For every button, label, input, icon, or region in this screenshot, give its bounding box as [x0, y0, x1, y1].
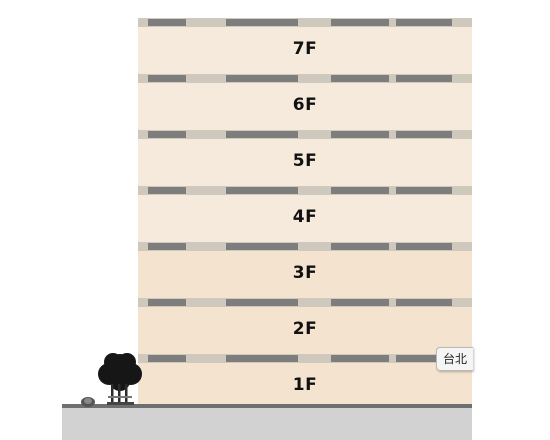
floor-slab — [138, 298, 472, 307]
window-strip — [396, 131, 452, 138]
window-strip — [331, 299, 389, 306]
window-strip — [331, 355, 389, 362]
window-strip — [396, 19, 452, 26]
floor-slab — [138, 74, 472, 83]
window-strip — [226, 75, 298, 82]
floor-3f[interactable]: 3F — [138, 242, 472, 298]
floor-label: 3F — [292, 263, 318, 283]
ground — [62, 407, 472, 440]
window-strip — [396, 243, 452, 250]
floor-1f[interactable]: 1F — [138, 354, 472, 410]
window-strip — [148, 19, 186, 26]
floor-slab — [138, 18, 472, 27]
window-strip — [331, 187, 389, 194]
floor-label: 5F — [292, 151, 318, 171]
floor-6f[interactable]: 6F — [138, 74, 472, 130]
window-strip — [331, 19, 389, 26]
window-strip — [226, 187, 298, 194]
window-strip — [396, 187, 452, 194]
floor-7f[interactable]: 7F — [138, 18, 472, 74]
window-strip — [396, 75, 452, 82]
window-strip — [331, 243, 389, 250]
floor-label: 1F — [292, 375, 318, 395]
window-strip — [331, 131, 389, 138]
window-strip — [226, 299, 298, 306]
floor-slab — [138, 130, 472, 139]
location-tooltip[interactable]: 台北 — [436, 347, 474, 371]
floor-label: 4F — [292, 207, 318, 227]
window-strip — [148, 355, 186, 362]
tree-icon — [98, 353, 142, 405]
window-strip — [148, 187, 186, 194]
window-strip — [226, 131, 298, 138]
ground-line — [62, 404, 472, 408]
building: 7F 6F 5F 4F 3F 2F 1F — [138, 18, 472, 410]
floor-label: 6F — [292, 95, 318, 115]
window-strip — [226, 243, 298, 250]
floor-label: 7F — [292, 39, 318, 59]
floor-2f[interactable]: 2F — [138, 298, 472, 354]
window-strip — [226, 355, 298, 362]
window-strip — [226, 19, 298, 26]
floor-label: 2F — [292, 319, 318, 339]
window-strip — [331, 75, 389, 82]
window-strip — [148, 299, 186, 306]
window-strip — [148, 131, 186, 138]
shrub-icon — [81, 397, 95, 407]
floor-4f[interactable]: 4F — [138, 186, 472, 242]
window-strip — [148, 243, 186, 250]
floor-slab — [138, 354, 472, 363]
floor-5f[interactable]: 5F — [138, 130, 472, 186]
floor-slab — [138, 186, 472, 195]
floor-slab — [138, 242, 472, 251]
window-strip — [148, 75, 186, 82]
window-strip — [396, 299, 452, 306]
window-strip — [396, 355, 452, 362]
